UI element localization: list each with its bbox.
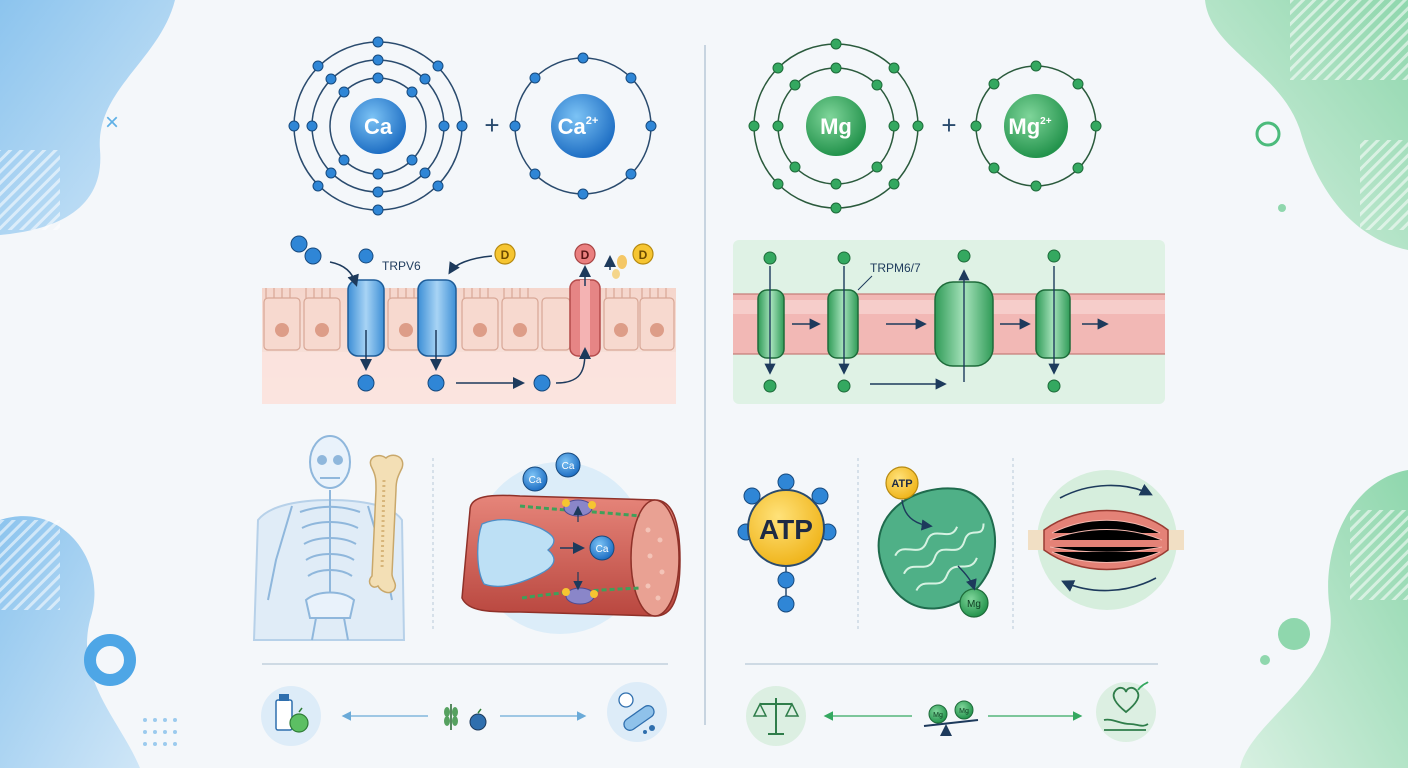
magnesium-ion-symbol: Mg — [1008, 114, 1040, 139]
balance-scale-icon — [746, 686, 806, 746]
mitochondrion-illustration: ATP Mg — [877, 466, 997, 618]
vitamin-d-marker-3: D — [612, 243, 654, 279]
magnesium-atom: Mg — [748, 38, 924, 214]
atp-molecule: ATP — [737, 473, 837, 613]
calcium-atom-symbol: Ca — [364, 114, 393, 139]
supplement-pills-icon — [607, 682, 667, 742]
svg-text:D: D — [639, 248, 648, 262]
vitamin-d-marker-2: D — [574, 243, 596, 265]
calcium-channel-2 — [417, 279, 457, 357]
calcium-ion-symbol: Ca — [558, 114, 587, 139]
svg-text:Ca: Ca — [596, 544, 609, 555]
seesaw-balance-icon: Mg Mg — [923, 700, 979, 736]
vitamin-d-marker-1: D — [494, 243, 516, 265]
svg-text:×: × — [105, 109, 119, 136]
balance-mg-ion-1: Mg — [928, 704, 948, 724]
calcium-muscle-fiber: Ca Ca Ca — [461, 452, 681, 634]
svg-text:D: D — [581, 248, 590, 262]
svg-text:Ca: Ca — [529, 475, 542, 486]
magnesium-channel-2 — [827, 289, 859, 359]
right-ring-decoration — [1255, 121, 1281, 147]
magnesium-channel-1 — [757, 289, 785, 359]
magnesium-membrane: TRPM6/7 — [733, 240, 1165, 404]
calcium-plus-sign: + — [484, 110, 499, 140]
muscle-relaxation-illustration — [1028, 470, 1184, 610]
magnesium-ion: Mg2+ — [970, 60, 1102, 192]
svg-text:Mg: Mg — [967, 599, 981, 610]
magnesium-channel-4 — [1035, 289, 1071, 359]
svg-text:D: D — [501, 248, 510, 262]
left-ring-decoration — [84, 634, 136, 686]
calcium-section: Ca + Ca2+ — [252, 36, 681, 746]
calcium-ion-charge: 2+ — [586, 115, 599, 127]
svg-text:Ca2+: Ca2+ — [558, 114, 599, 139]
magnesium-plus-sign: + — [941, 110, 956, 140]
magnesium-ion-charge: 2+ — [1040, 116, 1052, 127]
svg-text:Mg2+: Mg2+ — [1008, 114, 1051, 139]
magnesium-section: Mg + Mg2+ — [733, 38, 1184, 746]
calcium-exit-pump — [569, 279, 601, 357]
milk-apple-icon — [261, 686, 321, 746]
calcium-channel-label: TRPV6 — [382, 259, 421, 273]
calcium-atom: Ca — [288, 36, 468, 216]
svg-text:ATP: ATP — [891, 478, 912, 490]
atp-label: ATP — [759, 514, 813, 545]
svg-text:Mg: Mg — [959, 708, 969, 715]
svg-text:Mg: Mg — [933, 712, 943, 719]
magnesium-channel-label: TRPM6/7 — [870, 261, 921, 275]
heart-hand-icon — [1096, 681, 1156, 742]
calcium-epithelium: TRPV6 D D — [262, 235, 676, 404]
mito-mg-marker: Mg — [959, 588, 989, 618]
wheat-apple-icon — [444, 704, 487, 731]
magnesium-atom-symbol: Mg — [820, 114, 852, 139]
calcium-ion: Ca2+ — [509, 52, 657, 200]
svg-text:Ca: Ca — [562, 461, 575, 472]
calcium-ion-marker-3: Ca — [589, 535, 615, 561]
calcium-ion-marker-2: Ca — [555, 452, 581, 478]
balance-mg-ion-2: Mg — [954, 700, 974, 720]
bone-illustration — [368, 454, 404, 594]
skeleton-illustration — [252, 435, 406, 641]
calcium-ion-marker-1: Ca — [522, 466, 548, 492]
mito-atp-marker: ATP — [885, 466, 919, 500]
